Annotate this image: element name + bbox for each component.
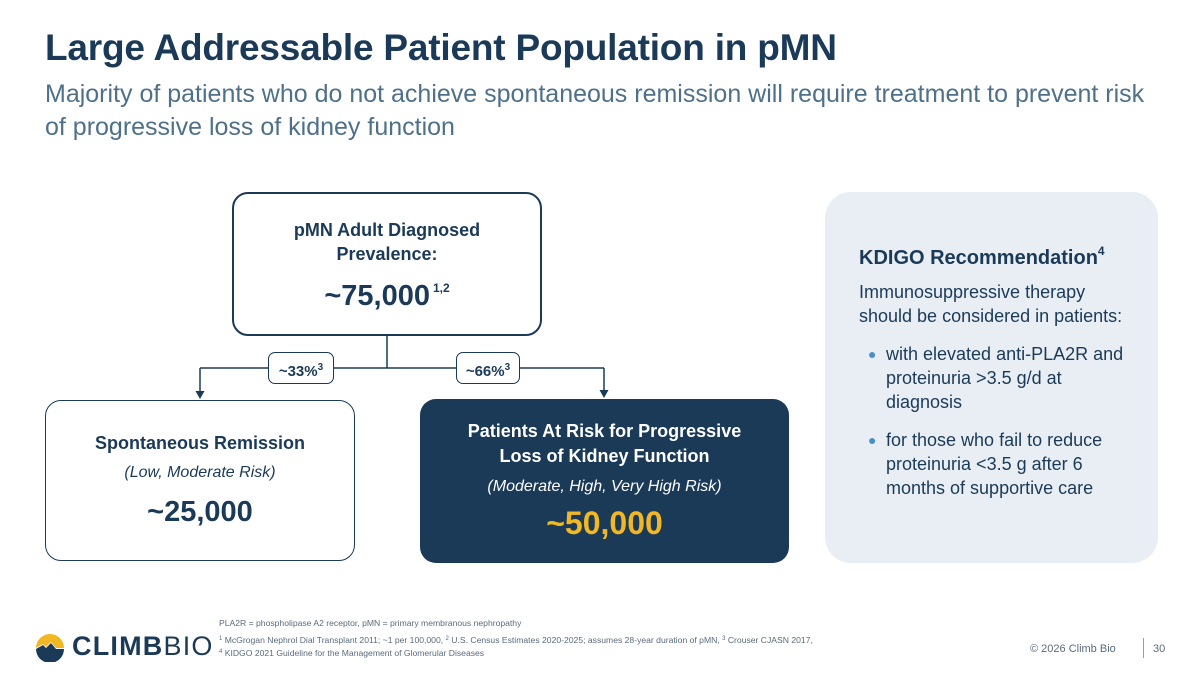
prevalence-label-line2: Prevalence: xyxy=(336,244,438,264)
branch-left-percent: ~33%3 xyxy=(268,352,334,384)
footnote-ref-text: McGrogan Nephrol Dial Transplant 2011; ~… xyxy=(222,634,446,645)
prevalence-label: pMN Adult Diagnosed Prevalence: xyxy=(234,218,540,266)
at-risk-label-line1: Patients At Risk for Progressive xyxy=(467,421,742,441)
at-risk-label: Patients At Risk for Progressive Loss of… xyxy=(420,419,789,469)
page-number: 30 xyxy=(1153,643,1166,655)
prevalence-label-line1: pMN Adult Diagnosed xyxy=(293,220,481,240)
footnote-abbreviations: PLA2R = phospholipase A2 receptor, pMN =… xyxy=(219,618,522,628)
kdigo-panel: KDIGO Recommendation4 Immunosuppressive … xyxy=(825,192,1158,563)
footnote-ref-number: 2 xyxy=(445,635,449,642)
footnote-ref-text: KIDGO 2021 Guideline for the Management … xyxy=(222,648,485,658)
prevalence-ref: 1,2 xyxy=(432,281,450,295)
kdigo-bullet-text: for those who fail to reduce proteinuria… xyxy=(886,430,1103,498)
page-title: Large Addressable Patient Population in … xyxy=(45,27,837,68)
kdigo-intro: Immunosuppressive therapy should be cons… xyxy=(859,282,1123,326)
footnote-ref-number: 4 xyxy=(219,649,223,655)
remission-value: ~25,000 xyxy=(147,496,253,528)
kdigo-bullet: ● for those who fail to reduce proteinuri… xyxy=(859,428,1138,500)
climbbio-logo: CLIMBBIO xyxy=(34,630,212,662)
bullet-dot-icon: ● xyxy=(868,346,877,362)
branch-right-ref: 3 xyxy=(504,362,511,373)
logo-word-bold: CLIMB xyxy=(72,631,164,661)
bullet-dot-icon: ● xyxy=(868,432,877,448)
kdigo-title-text: KDIGO Recommendation xyxy=(859,247,1098,269)
logo-word-light: BIO xyxy=(163,631,214,661)
at-risk-box: Patients At Risk for Progressive Loss of… xyxy=(420,399,789,563)
footnote-ref-text: U.S. Census Estimates 2020-2025; assumes… xyxy=(448,634,723,645)
arrowhead-left-icon xyxy=(195,391,205,399)
page-separator xyxy=(1143,638,1144,658)
branch-right-percent: ~66%3 xyxy=(456,352,520,384)
at-risk-label-line2: Loss of Kidney Function xyxy=(499,446,710,466)
remission-label: Spontaneous Remission xyxy=(94,433,306,453)
branch-right-value: ~66% xyxy=(465,363,505,380)
branch-left-ref: 3 xyxy=(317,362,324,373)
arrowhead-right-icon xyxy=(599,390,609,398)
logo-wordmark: CLIMBBIO xyxy=(72,631,214,662)
branch-left-value: ~33% xyxy=(278,363,318,380)
footnote-ref-text: Crouser CJASN 2017, xyxy=(725,634,813,645)
at-risk-risk: (Moderate, High, Very High Risk) xyxy=(487,478,722,495)
kdigo-bullet: ● with elevated anti-PLA2R and proteinuri… xyxy=(859,342,1138,414)
remission-risk: (Low, Moderate Risk) xyxy=(124,464,276,481)
spontaneous-remission-box: Spontaneous Remission (Low, Moderate Ris… xyxy=(45,400,355,561)
kdigo-title-ref: 4 xyxy=(1097,244,1105,258)
mountain-logo-icon xyxy=(36,634,64,662)
copyright: © 2026 Climb Bio xyxy=(1030,643,1116,655)
prevalence-number: ~75,000 xyxy=(324,280,430,312)
kdigo-bullet-text: with elevated anti-PLA2R and proteinuria… xyxy=(886,344,1124,412)
footnote-references: 1 McGrogan Nephrol Dial Transplant 2011;… xyxy=(219,633,869,660)
at-risk-value: ~50,000 xyxy=(546,505,663,541)
kdigo-title: KDIGO Recommendation4 xyxy=(859,244,1138,270)
footnote-ref-number: 1 xyxy=(219,635,223,642)
footnote-ref-number: 3 xyxy=(722,635,726,642)
kdigo-bullet-list: ● with elevated anti-PLA2R and proteinuri… xyxy=(859,342,1138,500)
page-subtitle: Majority of patients who do not achieve … xyxy=(45,80,1145,141)
footnotes: PLA2R = phospholipase A2 receptor, pMN =… xyxy=(219,617,869,660)
